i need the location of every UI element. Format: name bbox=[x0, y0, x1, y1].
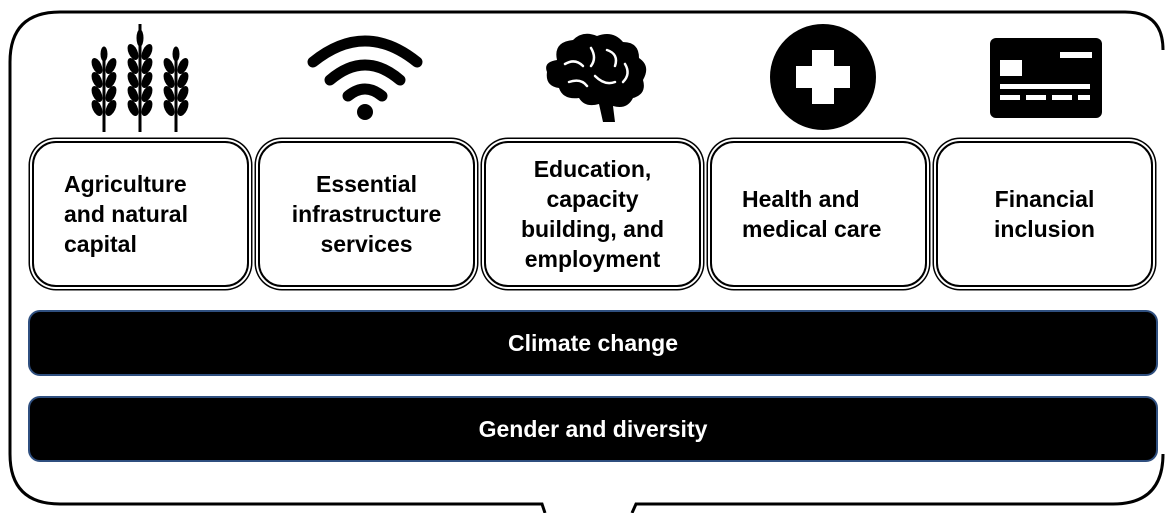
band-label: Climate change bbox=[508, 329, 678, 356]
pillar-label: Financial inclusion bbox=[994, 186, 1095, 242]
band-label: Gender and diversity bbox=[478, 415, 708, 442]
pillar-label: Essential infrastructure services bbox=[291, 171, 442, 257]
pillar-agriculture: Agriculture and natural capital bbox=[32, 141, 249, 287]
credit-card-icon bbox=[990, 38, 1102, 118]
medical-cross-icon bbox=[770, 24, 876, 130]
pillar-label: Education, capacity building, and employ… bbox=[520, 156, 665, 272]
wheat-icon bbox=[91, 24, 189, 132]
wifi-icon bbox=[307, 35, 423, 120]
band-climate-change: Climate change bbox=[28, 310, 1158, 376]
pillar-infrastructure: Essential infrastructure services bbox=[258, 141, 475, 287]
pillar-financial-inclusion: Financial inclusion bbox=[936, 141, 1153, 287]
pillar-label: Health and medical care bbox=[742, 186, 882, 242]
pillar-label: Agriculture and natural capital bbox=[64, 171, 188, 257]
band-gender-diversity: Gender and diversity bbox=[28, 396, 1158, 462]
pillar-health: Health and medical care bbox=[710, 141, 927, 287]
brain-icon bbox=[546, 33, 647, 122]
pillar-education: Education, capacity building, and employ… bbox=[484, 141, 701, 287]
